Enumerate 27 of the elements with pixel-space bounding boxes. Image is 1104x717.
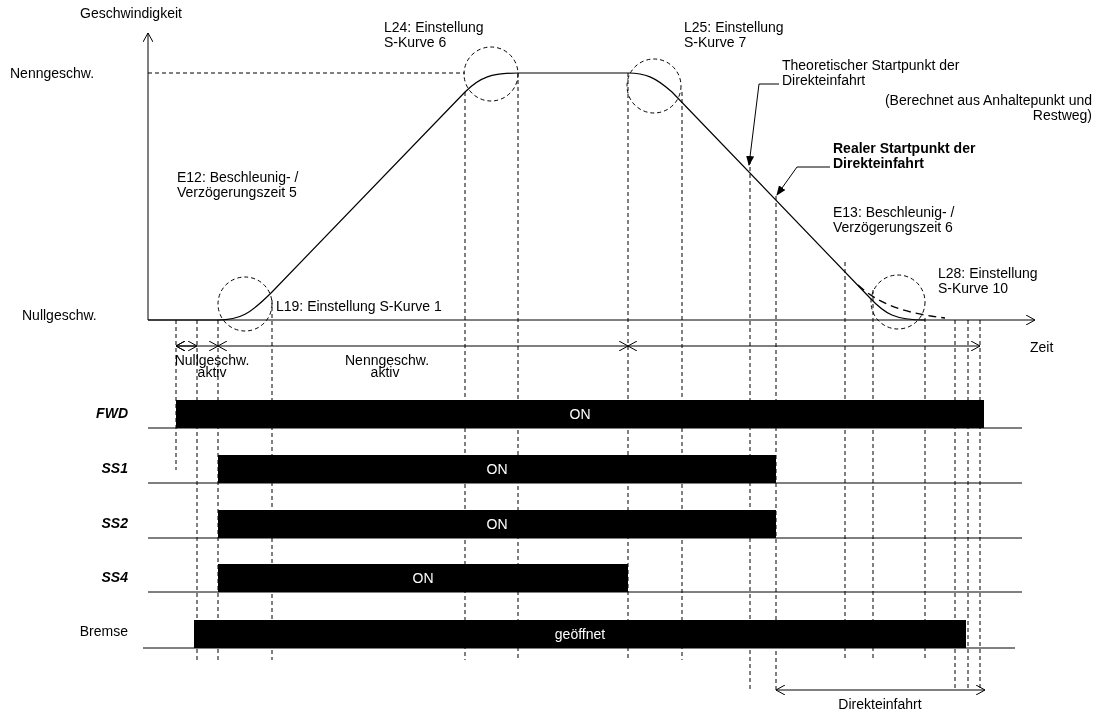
annotation-text: Realer Startpunkt der Direkteinfahrt — [833, 141, 1013, 171]
signal-on-bar: ON — [218, 510, 776, 538]
level-label: Nullgeschw. — [22, 308, 98, 323]
phase-label: Nullgeschw. aktiv — [173, 354, 251, 378]
signal-name: SS1 — [100, 461, 128, 476]
annotation-text: Theoretischer Startpunkt der Direkteinfahrt — [782, 58, 962, 88]
signal-name: SS2 — [100, 516, 128, 531]
axis-title: Zeit — [1030, 340, 1055, 355]
leader-arrow — [776, 166, 831, 196]
axis-title: Geschwindigkeit — [80, 6, 183, 21]
signal-on-bar: geöffnet — [194, 620, 966, 648]
parameter-label: L25: Einstellung S-Kurve 7 — [684, 20, 785, 50]
parameter-label: E13: Beschleunig- / Verzögerungszeit 6 — [833, 205, 956, 235]
signal-name: Bremse — [78, 624, 128, 639]
signal-name: FWD — [95, 406, 128, 421]
level-label: Nenngeschw. — [10, 66, 96, 81]
parameter-label: L28: Einstellung S-Kurve 10 — [938, 266, 1039, 296]
signal-on-bar: ON — [176, 400, 984, 428]
dimension-label: Direkteinfahrt — [837, 697, 923, 712]
parameter-label: L19: Einstellung S-Kurve 1 — [276, 299, 443, 314]
signal-name: SS4 — [100, 570, 128, 585]
leader-arrow — [746, 83, 780, 166]
note-text: (Berechnet aus Anhaltepunkt und Restweg) — [883, 93, 1092, 123]
signal-on-bar: ON — [218, 564, 628, 592]
parameter-label: E12: Beschleunig- / Verzögerungszeit 5 — [177, 170, 300, 200]
signal-on-bar: ON — [218, 455, 776, 483]
parameter-label: L24: Einstellung S-Kurve 6 — [384, 20, 485, 50]
